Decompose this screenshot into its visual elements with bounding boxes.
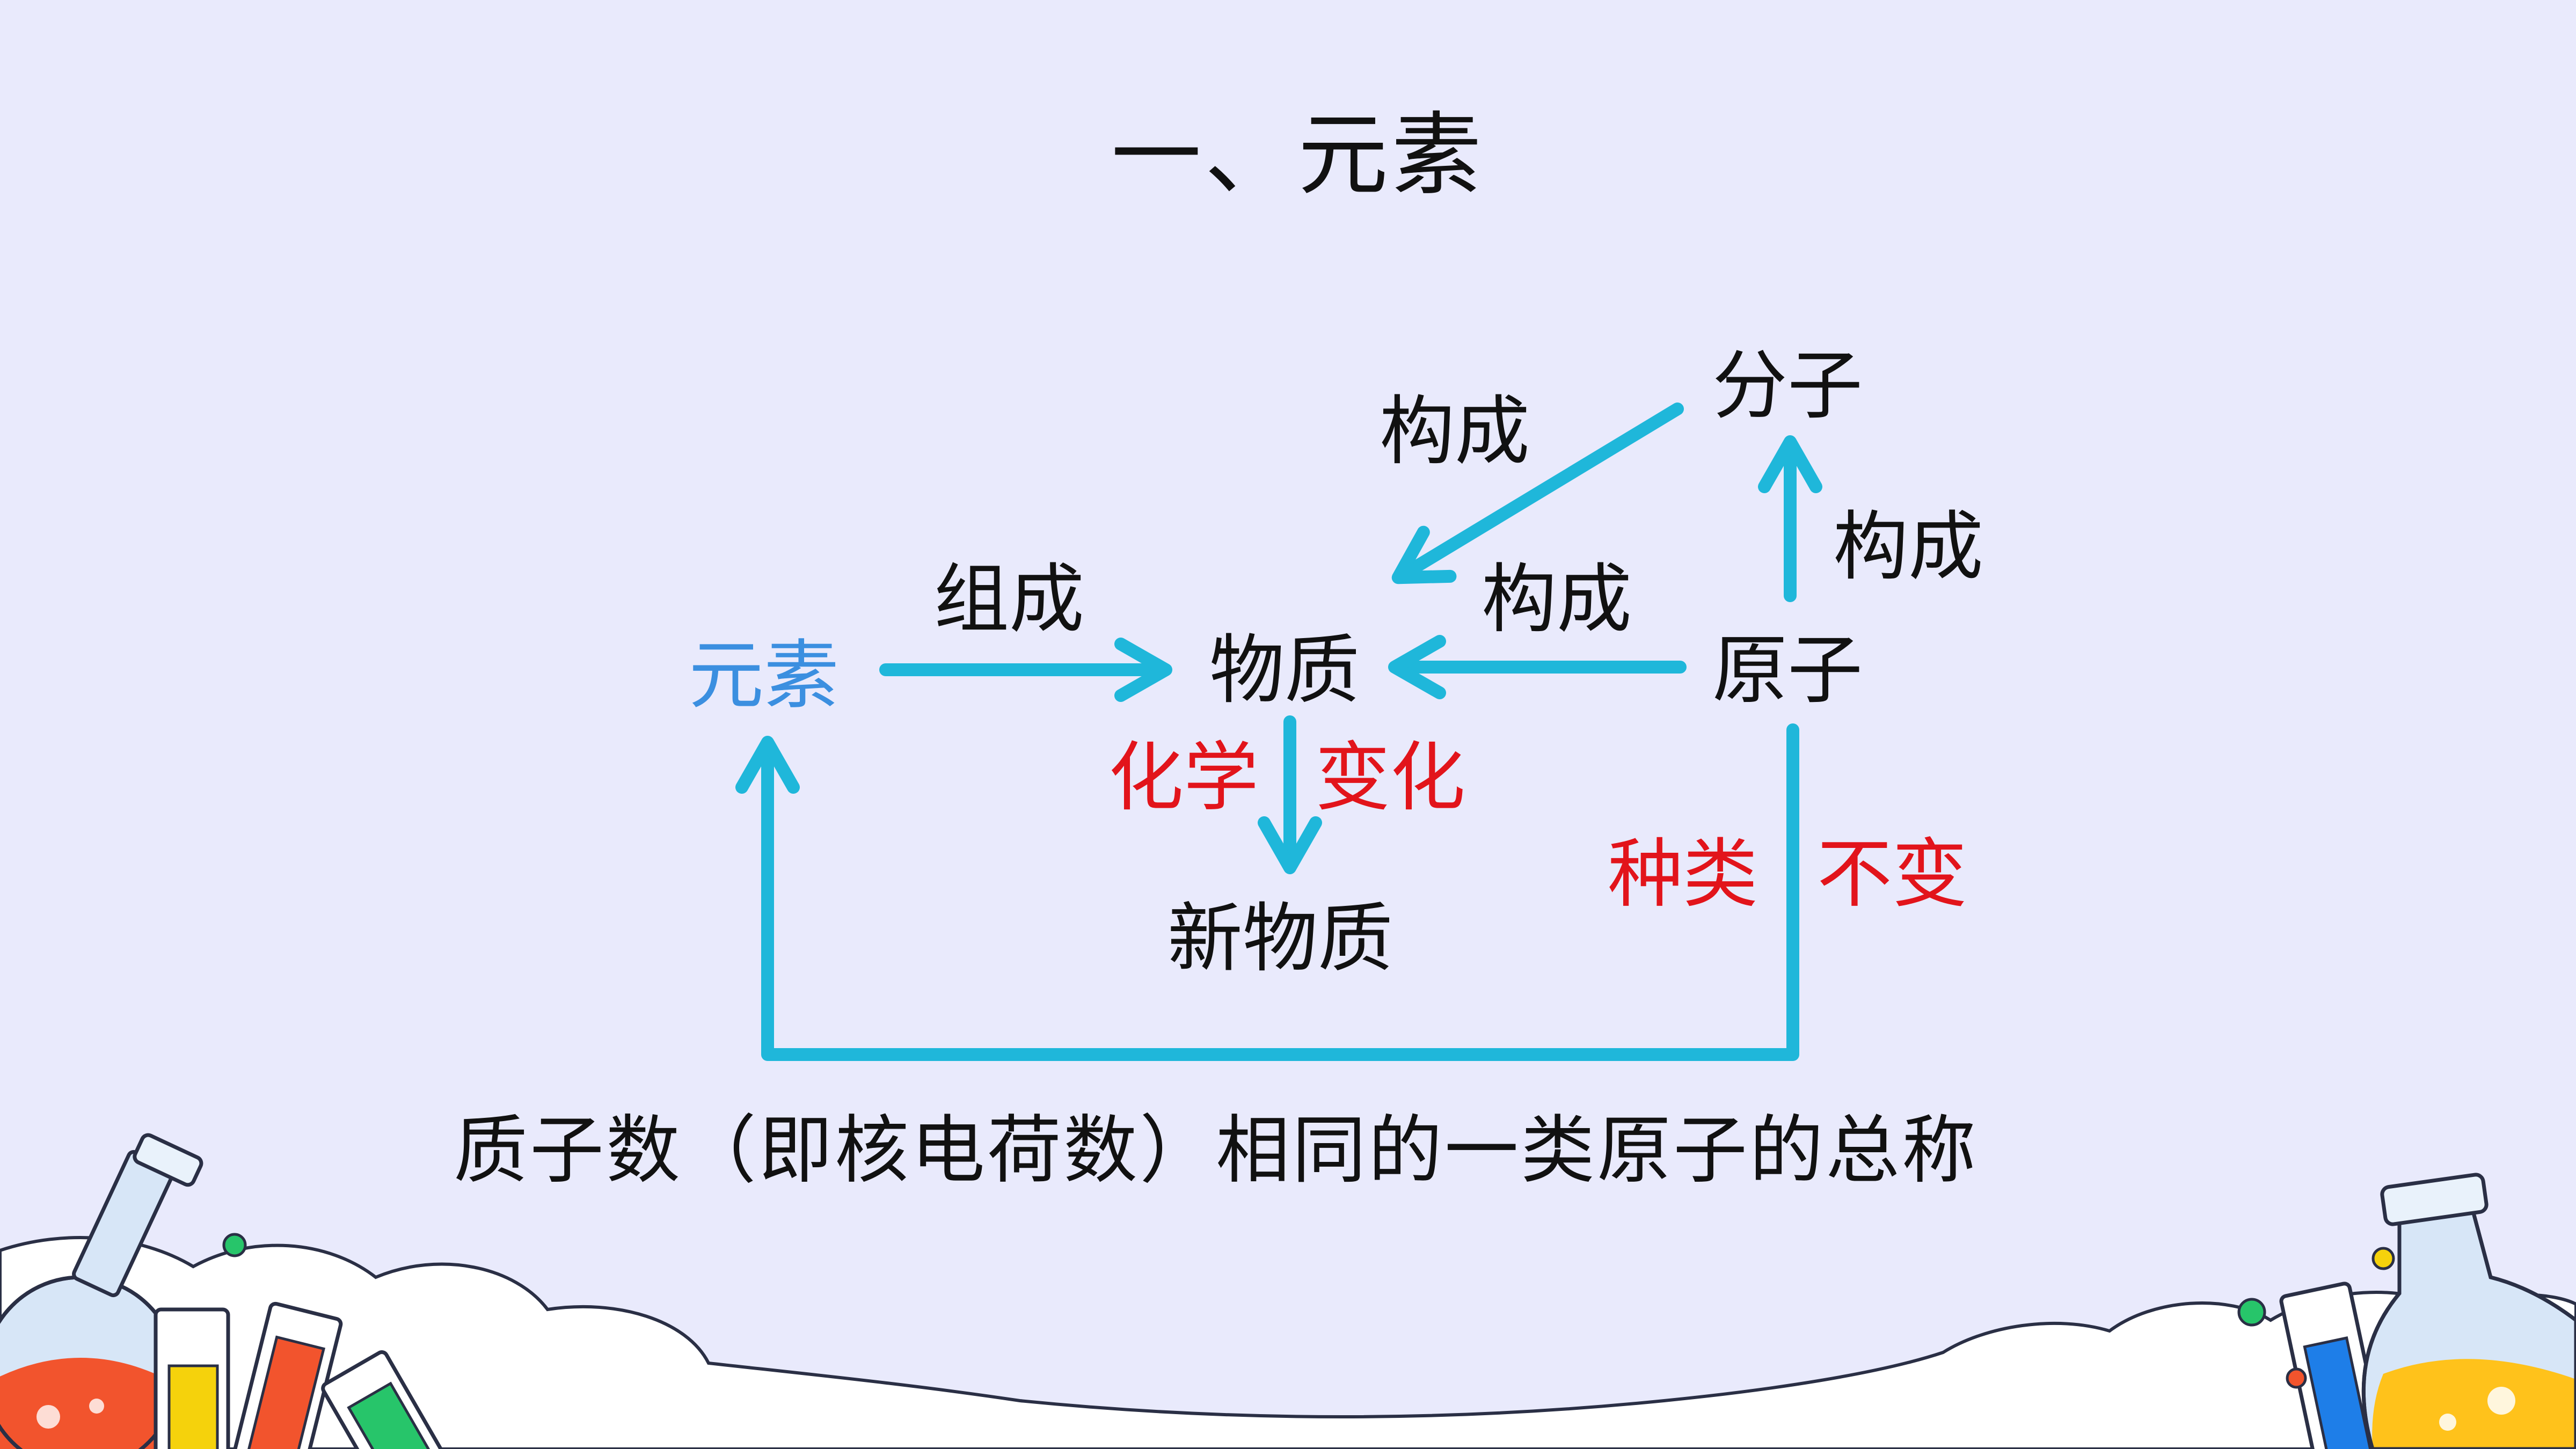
flask-illustration-right	[2237, 1173, 2576, 1449]
edge-label-compose: 组成	[934, 556, 1085, 643]
edge-label-atom-to-molecule: 构成	[1833, 503, 1984, 591]
element-definition: 质子数（即核电荷数）相同的一类原子的总称	[454, 1107, 1979, 1194]
arrow-molecule-to-substance	[1391, 402, 1684, 584]
slide-title: 一、元素	[1111, 103, 1485, 208]
bottom-cloud-decoration	[0, 1236, 2576, 1449]
node-element: 元素	[689, 632, 840, 720]
kind-label: 种类	[1608, 831, 1758, 918]
node-new-substance: 新物质	[1167, 895, 1393, 983]
unchanged-label: 不变	[1817, 831, 1968, 918]
node-atom: 原子	[1712, 627, 1863, 714]
edge-label-molecule-constitute: 构成	[1380, 388, 1530, 475]
chemical-label: 化学	[1108, 734, 1259, 822]
node-molecule: 分子	[1712, 342, 1863, 430]
edge-label-atom-constitute: 构成	[1482, 556, 1632, 643]
node-substance: 物质	[1209, 627, 1360, 714]
change-label: 变化	[1315, 734, 1466, 822]
arrow-atom-loop-to-element	[735, 723, 1799, 1061]
flask-illustration-left	[0, 1133, 446, 1449]
